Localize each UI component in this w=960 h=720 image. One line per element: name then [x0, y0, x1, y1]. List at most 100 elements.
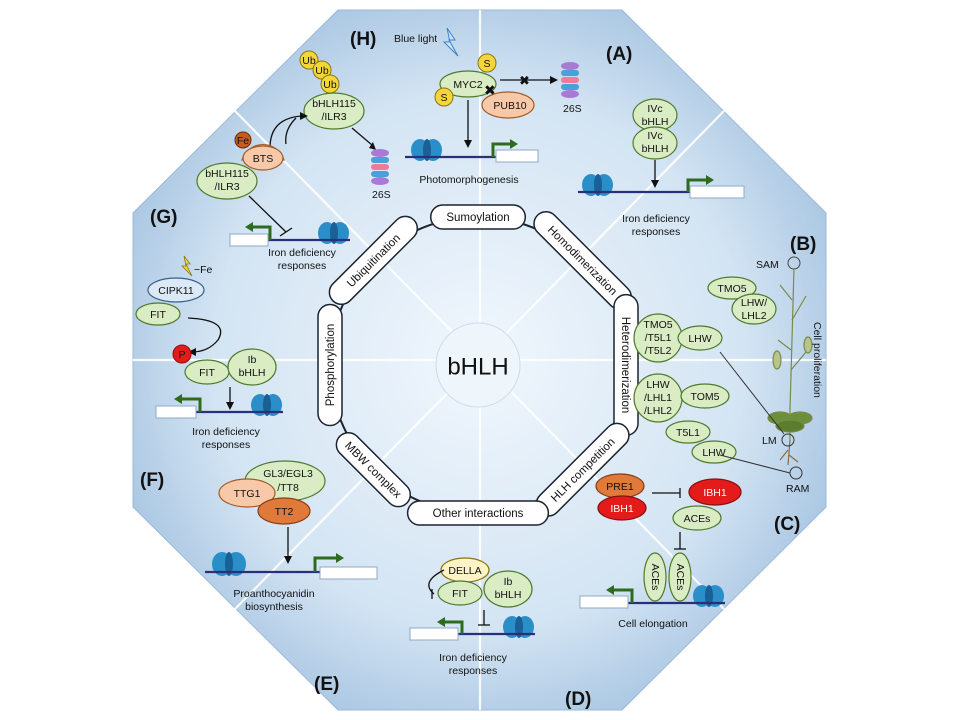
bhlh-label: bHLH	[642, 116, 669, 128]
ib-bhlh-protein	[483, 570, 533, 608]
blue-light-icon	[442, 27, 459, 57]
ring-label-heterodimerization: Heterodimerization	[613, 293, 639, 437]
responses-caption: responses	[449, 665, 497, 677]
lm-circle	[781, 433, 795, 447]
bhlh-label: bHLH	[239, 367, 266, 379]
phosphate-label: P	[178, 349, 185, 361]
ub-label: Ub	[323, 79, 337, 91]
panel-letter-e: (E)	[314, 674, 339, 695]
ibh1-protein	[688, 478, 742, 506]
block-x-icon: ✖	[484, 82, 496, 98]
tss-arrow	[443, 620, 464, 634]
lhw-label: LHW/	[741, 297, 767, 309]
aces-label: ACEs	[674, 564, 686, 591]
ubiquitination-arrow	[269, 115, 303, 149]
ttg1-protein	[218, 478, 276, 508]
iron-deficiency-caption: Iron deficiency	[192, 426, 260, 438]
panel-letter-b: (B)	[790, 234, 816, 255]
fe-icon	[234, 131, 252, 149]
dna-nucleosome	[411, 139, 442, 161]
ub-label: Ub	[302, 55, 316, 67]
bhlh-label: bHLH	[495, 589, 522, 601]
fe-label: Fe	[237, 135, 249, 147]
tmo5-label: TMO5	[717, 283, 746, 295]
myc2-protein	[439, 70, 497, 98]
ilr3-label: /ILR3	[214, 181, 239, 193]
ring-label-pill	[335, 431, 412, 508]
ring-label-pill	[328, 215, 419, 306]
lhw-protein	[691, 440, 737, 464]
plant-icon	[767, 267, 813, 466]
biosynthesis-caption: biosynthesis	[245, 601, 303, 613]
cell-elongation-caption: Cell elongation	[618, 618, 688, 630]
ivc-bhlh-protein	[632, 126, 678, 160]
phosphorylation-arrow	[187, 317, 222, 353]
dna-nucleosome	[318, 222, 349, 244]
t5l1-label: T5L1	[676, 427, 700, 439]
della-label: DELLA	[448, 565, 481, 577]
lhw-protein	[677, 325, 723, 351]
fit-label: FIT	[452, 588, 468, 600]
ring-label-pill	[406, 500, 550, 526]
ring-label-text: Sumoylation	[446, 212, 509, 224]
t5l1-protein	[665, 420, 711, 444]
aces-label: ACEs	[684, 513, 711, 525]
ib-label: Ib	[504, 576, 513, 588]
gene-box	[409, 627, 459, 641]
ring-label-pill	[317, 303, 343, 427]
gene-box	[319, 566, 378, 580]
lm-label: LM	[762, 435, 777, 447]
bhlh115-label: bHLH115	[205, 168, 249, 180]
panel-letter-f: (F)	[140, 470, 164, 491]
phosphate-icon	[172, 344, 192, 364]
fit-label: FIT	[199, 367, 215, 379]
tss-arrow	[491, 142, 512, 157]
gene-box	[155, 405, 197, 419]
panel-e: GL3/EGL3 /TT8 TTG1 TT2 Proanthocyanidin …	[205, 460, 378, 613]
bhlh115-ilr3-protein	[196, 162, 258, 200]
ubiquitination-arrow	[285, 117, 297, 145]
inhibition-line	[248, 195, 287, 233]
tss-arrow	[313, 556, 338, 572]
center-hub	[435, 322, 521, 408]
panel-g: Ub Ub Ub bHLH115 /ILR3 26S Fe BTS bHLH11…	[196, 50, 391, 272]
aces-protein	[668, 552, 692, 602]
dna-nucleosome	[503, 616, 534, 638]
bhlh115-label: bHLH115	[312, 98, 356, 110]
ram-label: RAM	[786, 483, 809, 495]
tss-arrow	[251, 225, 272, 240]
bts-label: BTS	[253, 153, 273, 165]
pub10-protein	[481, 91, 535, 119]
ttg1-label: TTG1	[234, 488, 261, 500]
ring-label-pill	[429, 204, 527, 230]
gene-box	[689, 185, 745, 199]
tt8-label: /TT8	[277, 482, 299, 494]
ring-label-sumoylation: Sumoylation	[429, 204, 527, 230]
panel-letter-h: (H)	[350, 29, 376, 50]
gene-box	[229, 233, 269, 247]
bhlh-label: bHLH	[642, 143, 669, 155]
connector-line	[719, 454, 791, 474]
aces-protein	[672, 505, 722, 531]
panel-letter-g: (G)	[150, 207, 177, 228]
sam-label: SAM	[756, 259, 779, 271]
aces-protein	[643, 552, 667, 602]
lhl1-label: /LHL1	[644, 392, 672, 404]
ibh1-label: IBH1	[610, 503, 634, 515]
dna-nucleosome	[212, 552, 246, 576]
ring-label-text: Heterodimerization	[619, 317, 631, 414]
tss-arrow	[686, 178, 708, 192]
gl3-egl3-label: GL3/EGL3	[263, 468, 313, 480]
dna-nucleosome	[582, 174, 613, 196]
bhlh115-ilr3-protein	[303, 92, 365, 130]
photomorphogenesis-caption: Photomorphogenesis	[419, 174, 518, 186]
ring-label-other-interactions: Other interactions	[406, 500, 550, 526]
fe-deficiency-icon	[181, 255, 193, 277]
fit-label: FIT	[150, 309, 166, 321]
panel-a: IVc bHLH IVc bHLH Iron deficiency respon…	[578, 98, 745, 238]
lhl2-label: LHL2	[741, 310, 766, 322]
iron-deficiency-caption: Iron deficiency	[268, 247, 336, 259]
tt2-protein	[257, 497, 311, 525]
block-x-icon: ✖	[519, 73, 530, 88]
